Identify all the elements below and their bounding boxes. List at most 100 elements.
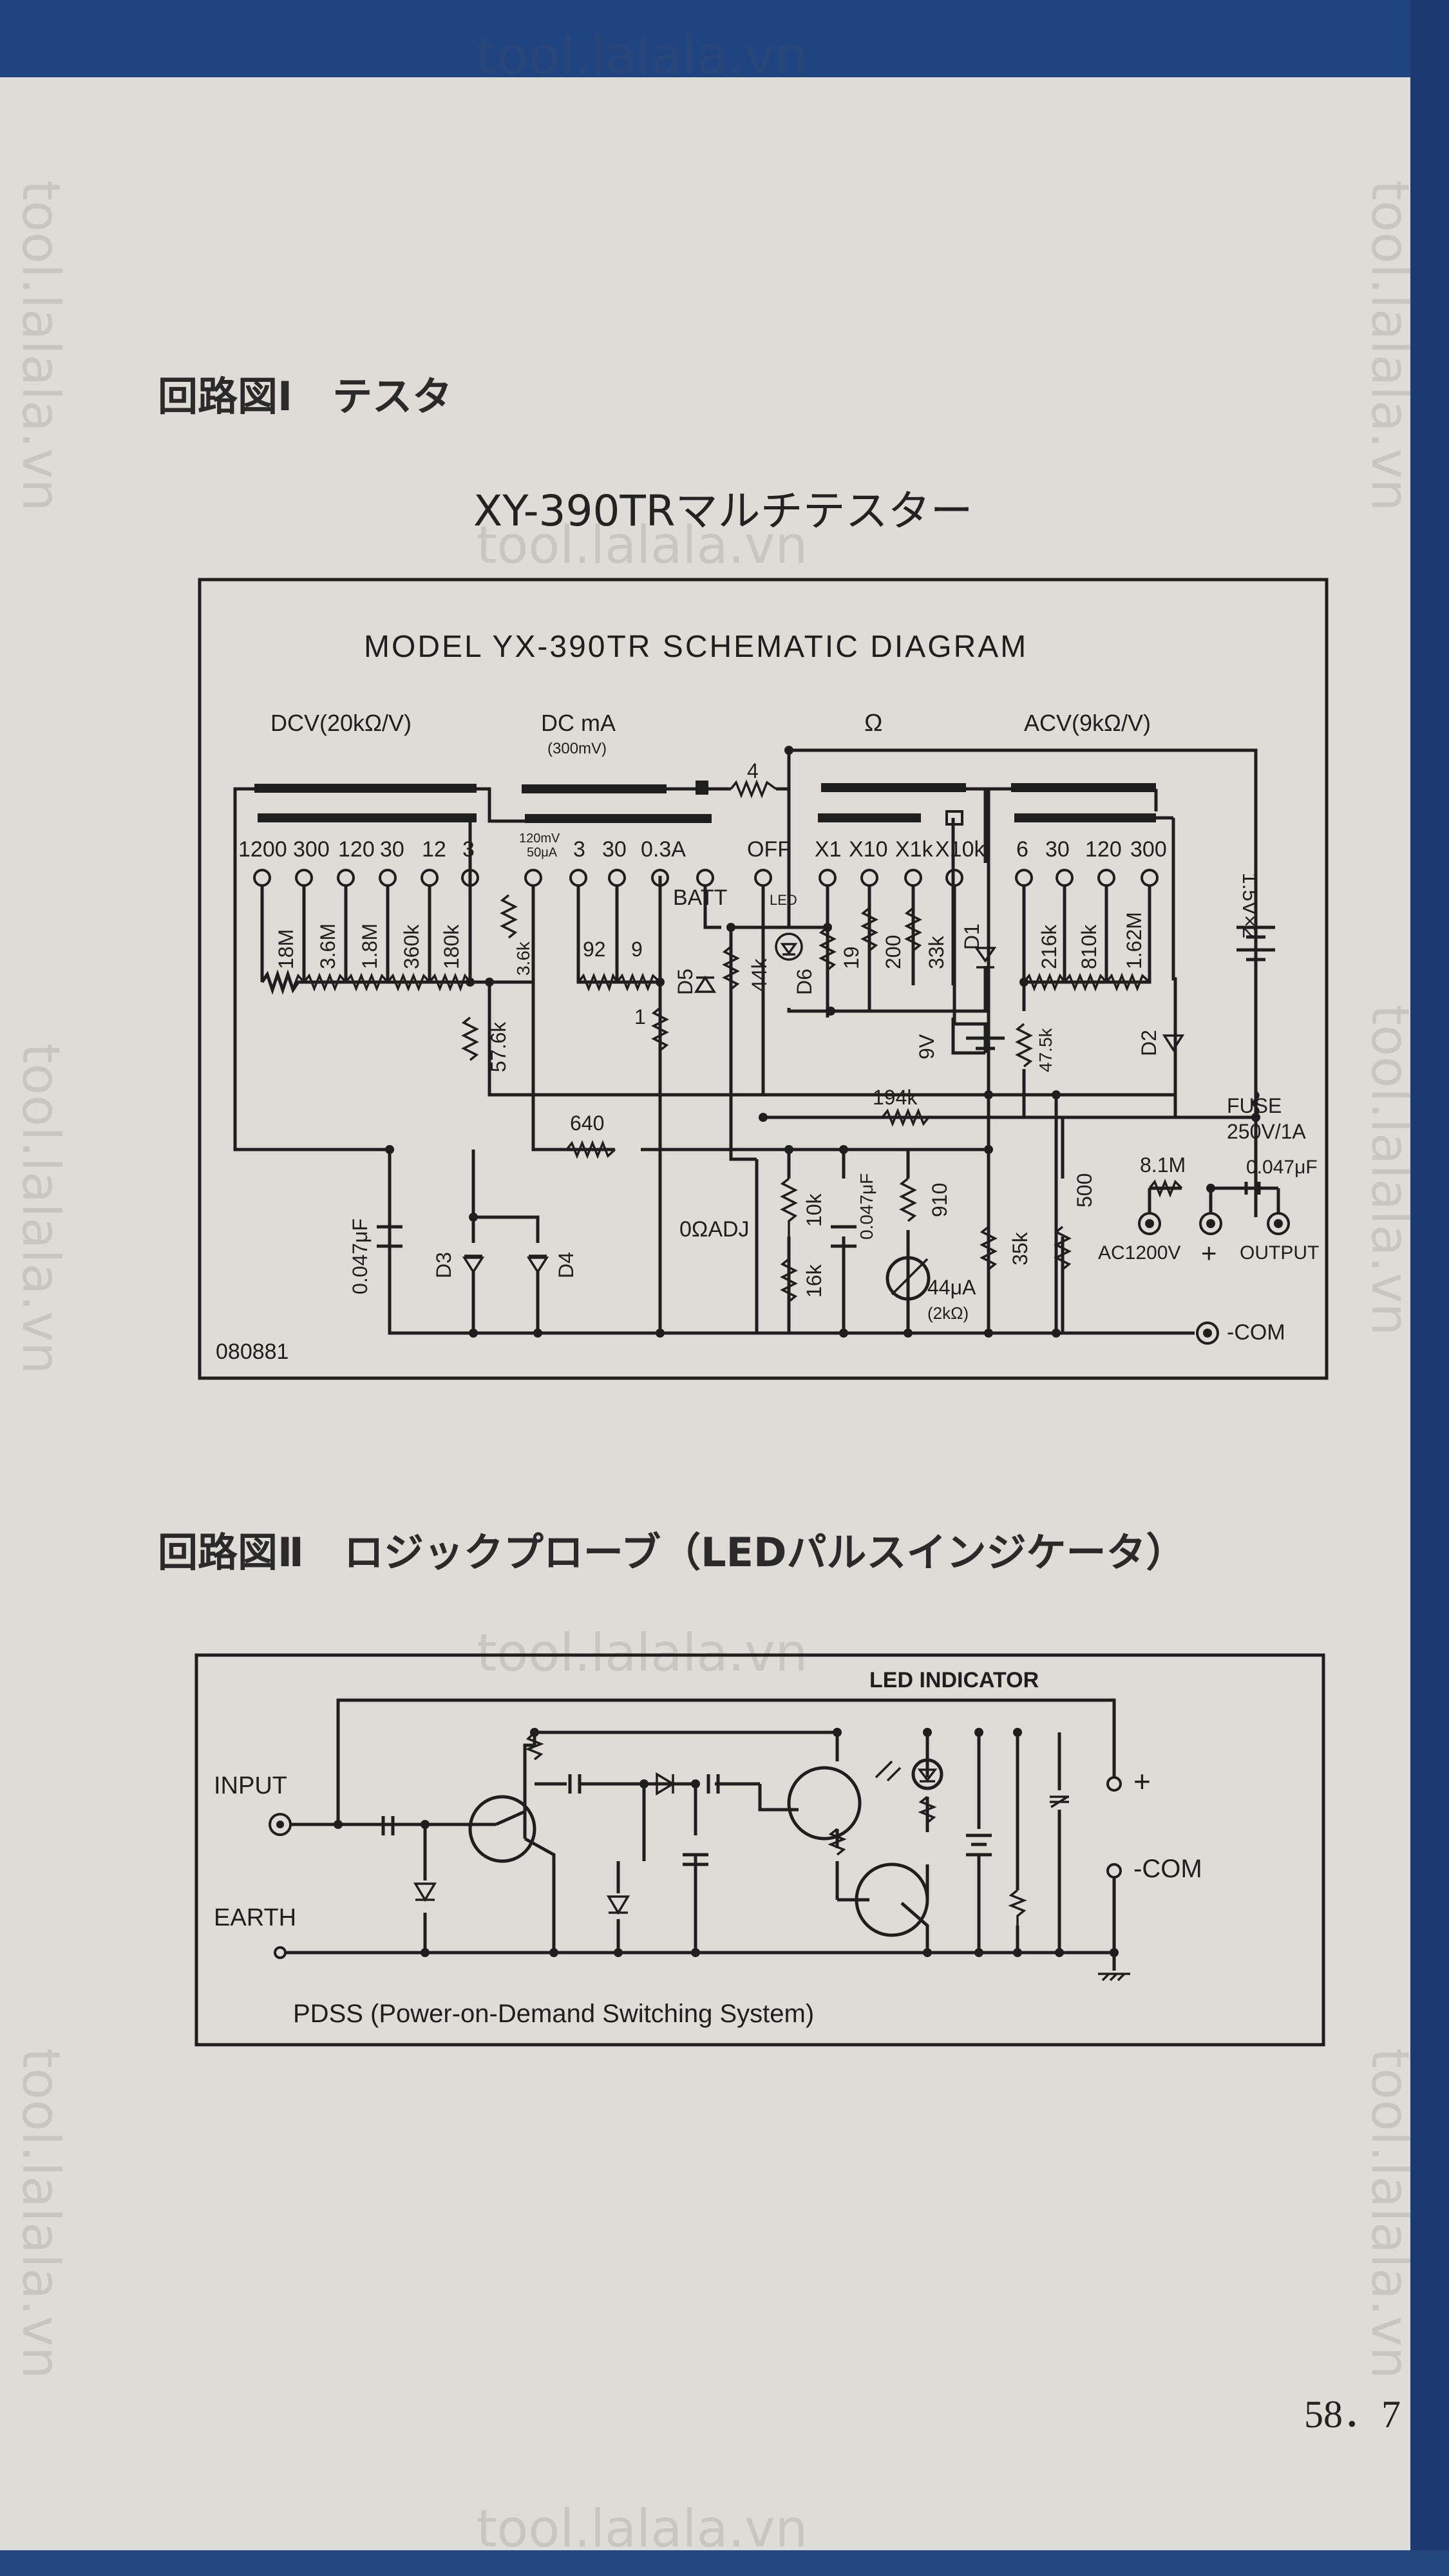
resistor-label: 18M [274, 929, 298, 969]
battery-1-5v [1236, 925, 1275, 961]
resistor-label: 92 [583, 938, 606, 961]
caps-and-batteries [377, 925, 1275, 1248]
schematic-title: MODEL YX-390TR SCHEMATIC DIAGRAM [364, 630, 1028, 664]
ground-icon [1098, 1973, 1130, 1982]
range-label: 1200 [238, 837, 287, 862]
diode-label: D1 [960, 923, 983, 950]
switch-contact-bar [821, 783, 966, 792]
battery [966, 1833, 992, 1857]
diode-label: D6 [793, 969, 816, 995]
transistor-q2 [787, 1766, 862, 1841]
resistor-label: 1.62M [1122, 912, 1146, 969]
background-edge-top [0, 0, 1449, 77]
section-heading-2: 回路図Ⅱ ロジックプローブ（LEDパルスインジケータ） [158, 1529, 1186, 1576]
diode [656, 1772, 676, 1796]
meter-label: 44μA [927, 1276, 976, 1299]
section-dcma-sub: (300mV) [547, 740, 607, 757]
led-label: LED [770, 892, 797, 908]
junction-dots [334, 1728, 1119, 1957]
watermark: tool.lalala.vn [477, 26, 808, 86]
diode-d3 [462, 1255, 485, 1274]
diagram-title: XY-390TRマルチテスター [473, 486, 973, 536]
switch-contact-bar [254, 784, 477, 793]
section-dcv: DCV(20kΩ/V) [270, 710, 412, 736]
schematic-frame [194, 1653, 1325, 2047]
range-label: 3 [573, 837, 585, 862]
switch-contact-bar [1014, 813, 1156, 822]
junction-dots [385, 746, 1260, 1338]
capacitor-label: 0.047μF [348, 1218, 372, 1294]
resistor-label: 910 [928, 1183, 951, 1217]
resistor-label: 640 [570, 1112, 604, 1135]
resistor-label: 44k [748, 958, 771, 992]
range-label: 300 [293, 837, 330, 862]
switch-contact-bar [818, 813, 921, 822]
background-edge-right [1410, 0, 1449, 2576]
resistor-label: 33k [925, 935, 948, 969]
output-terminals [1138, 1212, 1290, 1345]
zener [1050, 1795, 1069, 1808]
fuse [1252, 1090, 1260, 1116]
resistor-label: 1.8M [358, 923, 381, 969]
capacitor [1244, 1182, 1261, 1195]
dcv-resistor-chain [261, 779, 1183, 1303]
diode-label: D4 [554, 1252, 578, 1278]
battery-label: 1.5V×2 [1238, 873, 1262, 938]
diode-d1 [974, 947, 997, 969]
pdss-label: PDSS (Power-on-Demand Switching System) [293, 2000, 814, 2028]
resistor-label: 35k [1009, 1231, 1032, 1265]
resistor-label: 3.6k [513, 941, 533, 976]
resistor-label: 216k [1037, 924, 1061, 969]
capacitor [683, 1853, 708, 1866]
range-label: 0.3A [641, 837, 686, 862]
range-label: 6 [1016, 837, 1028, 862]
range-label: 120 [1085, 837, 1122, 862]
range-label: 120mV [519, 831, 560, 846]
diode-label: D5 [674, 969, 697, 995]
diodes [462, 933, 1185, 1274]
probe-terminals [269, 1776, 1130, 1982]
diode [413, 1882, 437, 1902]
transistor-q1 [468, 1795, 536, 1863]
component-labels: 18M 3.6M 1.8M 360k 180k 3.6k 57.6k 92 9 … [216, 759, 1319, 1364]
range-label: X1k [895, 837, 934, 862]
resistor-label: 47.5k [1036, 1028, 1056, 1072]
range-label: X10k [935, 837, 985, 862]
range-label: 30 [380, 837, 404, 862]
resistor-label: 3.6M [316, 923, 339, 969]
led-indicator-label: LED INDICATOR [869, 1668, 1039, 1692]
battery-9v [966, 1036, 1005, 1050]
led-d6 [775, 933, 803, 961]
fuse-rating: 250V/1A [1227, 1120, 1306, 1143]
battery-9v-label: 9V [915, 1034, 938, 1059]
resistor-label: 8.1M [1140, 1153, 1186, 1177]
resistor-label: 16k [802, 1264, 826, 1298]
section-dcma: DC mA [541, 710, 616, 736]
watermark: tool.lalala.vn [477, 1623, 808, 1683]
wiring [233, 748, 1280, 1335]
range-label: X10 [849, 837, 888, 862]
switch-contact-bar [522, 784, 667, 793]
probe-resistors [525, 1731, 1027, 1926]
capacitor [568, 1774, 582, 1794]
watermark: tool.lalala.vn [477, 2499, 808, 2559]
diode-label: D2 [1137, 1030, 1160, 1056]
capacitor [377, 1225, 402, 1248]
fuse-label: FUSE [1227, 1094, 1282, 1117]
diagram-code: 080881 [216, 1340, 289, 1364]
diode-d4 [526, 1255, 549, 1274]
resistor-label: 200 [882, 935, 905, 969]
switch-contact-bar [525, 814, 712, 823]
probe-components [381, 1732, 1069, 1937]
background-edge-bottom [0, 2550, 1449, 2576]
diode-label: D3 [432, 1252, 455, 1278]
meter-resistance: (2kΩ) [927, 1303, 969, 1323]
watermark: tool.lalala.vn [477, 515, 808, 575]
earth-label: EARTH [214, 1904, 296, 1931]
switch-contact-bar [258, 813, 477, 822]
switch-contact-bar [696, 781, 708, 795]
resistor-label: 180k [440, 924, 463, 969]
plus-terminal [1106, 1776, 1122, 1792]
